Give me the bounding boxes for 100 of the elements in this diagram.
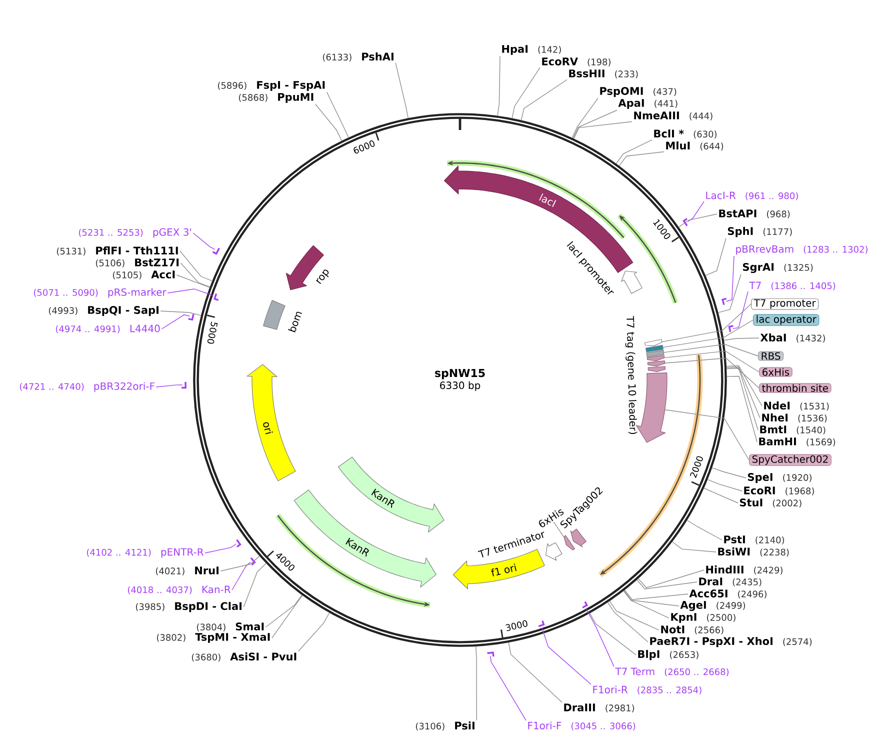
leader-line — [688, 201, 704, 222]
leader-line — [475, 646, 477, 721]
primer-label: (4974 .. 4991) L4440 — [56, 324, 160, 334]
leader-line — [315, 104, 342, 142]
primer-label: (5231 .. 5253) pGEX 3' — [78, 228, 192, 238]
primer-mark — [182, 382, 186, 389]
feature-block — [646, 355, 665, 362]
leader-line — [220, 556, 260, 572]
site-label: (4993) BspQI - SapI — [48, 306, 158, 316]
site-label: (3802) TspMI - XmaI — [156, 633, 270, 643]
feature-label-box: SpyCatcher002 — [749, 454, 832, 466]
tick-label: 3000 — [506, 620, 528, 632]
feature-label-box: 6xHis — [759, 367, 792, 377]
primer-mark — [582, 601, 588, 608]
leader-line — [572, 110, 618, 139]
site-label: SpeI (1920) — [748, 473, 812, 483]
leader-line — [686, 520, 722, 540]
leader-line — [624, 590, 680, 606]
site-label: DraI (2435) — [699, 578, 762, 586]
leader-line — [616, 139, 652, 164]
primer-label: (5071 .. 5090) pRS-marker — [34, 288, 166, 298]
feature-label-box: lac operator — [753, 314, 820, 326]
site-label: SphI (1177) — [728, 226, 792, 238]
leader-line — [726, 365, 762, 406]
site-label: EcoRI (1968) — [744, 486, 814, 496]
primer-mark — [721, 298, 727, 306]
leader-line — [726, 376, 758, 442]
leader-line — [298, 612, 330, 652]
leader-line — [156, 384, 183, 388]
leader-line — [678, 214, 718, 228]
leader-line — [232, 562, 251, 590]
site-label: PspOMI (437) — [600, 87, 676, 97]
leader-line — [512, 67, 540, 119]
site-label: (3804) SmaI — [196, 622, 264, 632]
site-label: (3106) PsiI — [416, 721, 474, 731]
feature-label: bom — [288, 312, 302, 332]
primer-mark — [213, 293, 219, 301]
site-label: DraIII (2981) — [564, 704, 634, 712]
leader-line — [326, 92, 349, 138]
leader-line — [662, 304, 752, 342]
leader-line — [192, 232, 216, 250]
primer-mark — [250, 557, 256, 566]
site-label: BlpI (2653) — [638, 650, 698, 660]
leader-line — [707, 479, 742, 492]
site-label: (5105) AccI — [112, 270, 175, 280]
leader-line — [520, 79, 568, 121]
leader-line — [705, 238, 726, 276]
primer-mark — [212, 248, 220, 255]
tick-label: 2000 — [690, 456, 703, 478]
leader-line — [574, 121, 632, 139]
site-label: (5896) FspI - FspAI — [218, 81, 325, 91]
site-label: BssHII (233) — [569, 70, 638, 78]
leader-line — [272, 595, 303, 638]
site-label: SgrAI (1325) — [742, 262, 813, 274]
primer-label: T7 Term (2650 .. 2668) — [615, 668, 729, 676]
leader-line — [607, 602, 648, 642]
leader-line — [395, 62, 409, 119]
leader-line — [180, 262, 210, 288]
site-label: MluI (644) — [666, 141, 724, 151]
site-label: (3680) AsiSI - PvuI — [192, 652, 296, 662]
primer-label: T7 (1386 .. 1405) — [749, 282, 836, 290]
leader-line — [726, 366, 760, 418]
site-label: ApaI (441) — [618, 99, 678, 109]
leader-line — [664, 350, 760, 372]
primer-label: (4018 .. 4037) Kan-R — [128, 586, 231, 594]
leader-line — [160, 310, 202, 316]
leader-line — [609, 600, 660, 630]
primer-label: LacI-R (961 .. 980) — [706, 192, 798, 200]
site-label: HindIII (2429) — [706, 565, 782, 575]
primer-label: (4102 .. 4121) pENTR-R — [86, 548, 204, 558]
feature-block — [644, 339, 662, 346]
site-label: StuI (2002) — [740, 498, 802, 508]
site-label: NotI (2566) — [661, 626, 724, 634]
leader-line — [618, 151, 664, 166]
leader-line — [180, 250, 213, 282]
site-label: AgeI (2499) — [680, 601, 746, 611]
primer-label: pBRrevBam (1283 .. 1302) — [736, 245, 868, 255]
leader-line — [726, 368, 758, 430]
leader-line — [726, 256, 734, 302]
primer-mark — [682, 218, 688, 226]
site-label: NheI (1536) — [762, 413, 827, 423]
leader-line — [553, 522, 564, 537]
leader-line — [672, 541, 716, 552]
site-label: EcoRV (198) — [542, 58, 610, 66]
primer-mark — [188, 314, 194, 321]
site-label: PstI (2140) — [724, 536, 784, 544]
site-label: BsiWI (2238) — [718, 547, 789, 557]
leader-line — [508, 642, 562, 703]
leader-line — [167, 288, 213, 296]
site-label: BclI * (630) — [654, 129, 717, 139]
feature-block — [647, 360, 666, 366]
site-label: BstAPI (968) — [719, 210, 790, 218]
site-label: NmeAIII (444) — [634, 112, 712, 120]
primer-mark — [487, 652, 494, 657]
primer-mark — [236, 539, 242, 548]
leader-line — [490, 656, 526, 721]
leader-line — [204, 544, 236, 554]
primer-label: F1ori-R (2835 .. 2854) — [593, 686, 702, 694]
site-label: (4021) NruI — [156, 566, 218, 576]
feature-label-box: RBS — [758, 351, 784, 361]
